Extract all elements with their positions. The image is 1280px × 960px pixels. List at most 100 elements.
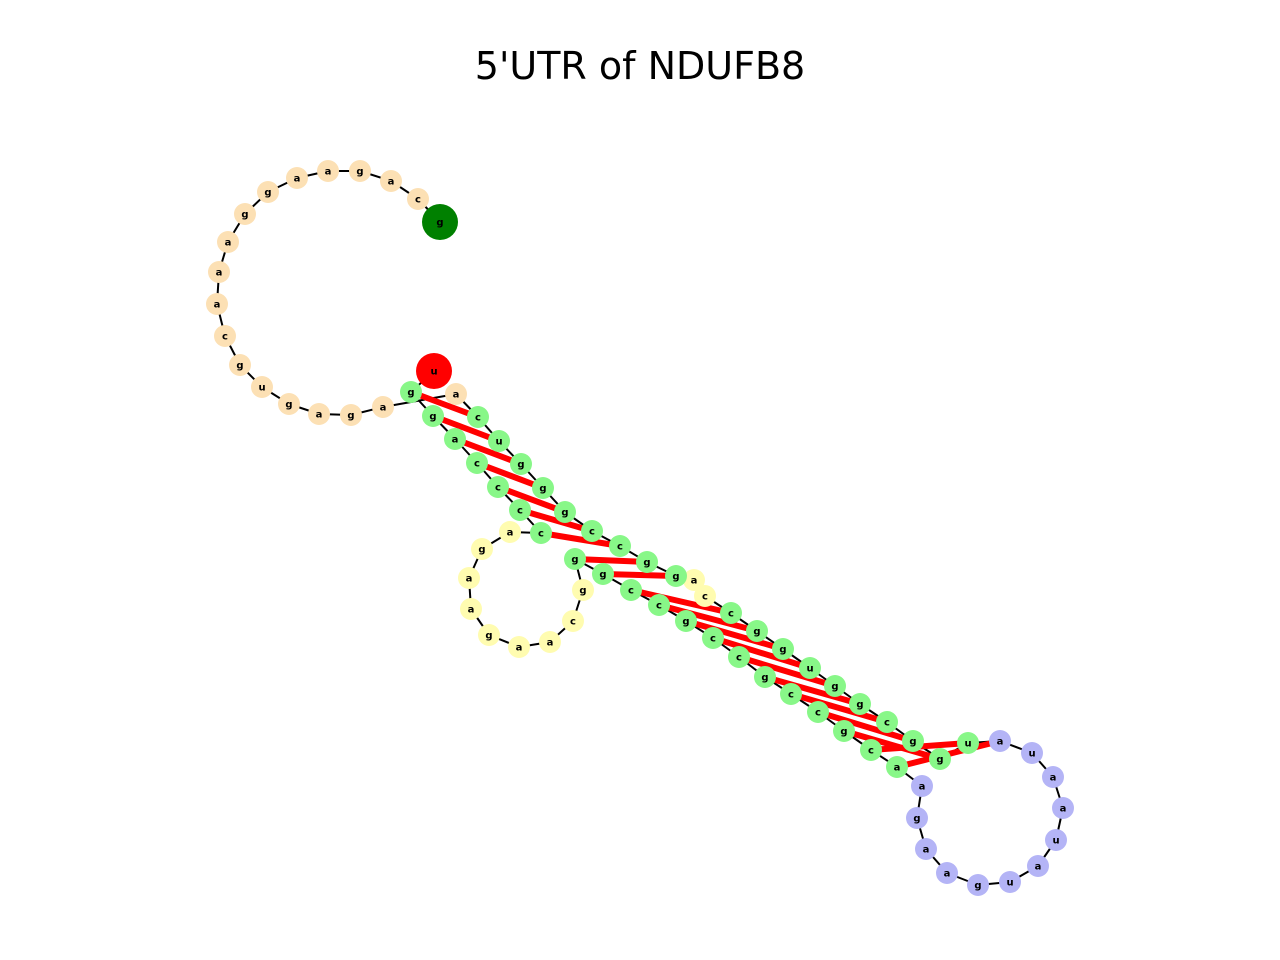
nucleotide-label: a [1035,862,1042,873]
base-pair-bond [431,413,501,444]
nucleotide-exterior-loop: a [208,261,230,283]
nucleotide-node [234,203,256,225]
nucleotide-node [554,501,576,523]
nucleotide-label: u [430,367,437,378]
nucleotide-node [400,381,422,403]
nucleotide-node [564,548,586,570]
nucleotide-label: a [894,763,901,774]
nucleotide-label: g [539,484,546,495]
nucleotide-node [1027,855,1049,877]
nucleotide-stem: g [675,610,697,632]
base-pair-bond [790,691,888,725]
nucleotide-label: a [923,845,930,856]
nucleotide-stem: c [467,406,489,428]
nucleotide-label: a [216,268,223,279]
nucleotide-label: c [868,746,874,757]
nucleotide-label: c [628,586,634,597]
nucleotide-node [562,610,584,632]
nucleotide-label: g [761,673,768,684]
base-pair-bond [574,556,648,565]
nucleotide-label: a [453,390,460,401]
nucleotide-node [422,204,458,240]
nucleotide-interior-loop: g [478,624,500,646]
diagram-title: 5'UTR of NDUFB8 [474,44,806,88]
nucleotide-node [422,405,444,427]
nucleotide-exterior-loop: a [380,170,402,192]
nucleotide-label: g [913,814,920,825]
nucleotide-exterior-loop: a [286,167,308,189]
nucleotide-stem: g [772,638,794,660]
nucleotide-interior-loop: a [683,569,705,591]
nucleotide-node [799,657,821,679]
nucleotide-stem: c [620,579,642,601]
nucleotide-hairpin-loop: a [911,775,933,797]
nucleotide-stem: g [400,381,422,403]
nucleotide-stem: c [876,711,898,733]
base-pair-bond [658,602,758,634]
nucleotide-label: g [643,558,650,569]
five-prime-end-nucleotide: u [416,353,452,389]
nucleotide-stem: c [581,520,603,542]
nucleotide-node [214,325,236,347]
nucleotide-label: g [561,508,568,519]
nucleotide-stem: u [488,430,510,452]
nucleotide-node [989,730,1011,752]
nucleotide-label: g [436,218,443,229]
nucleotide-node [251,376,273,398]
base-pair-bond [738,654,836,689]
nucleotide-node [902,730,924,752]
nucleotide-exterior-loop: a [308,403,330,425]
nucleotide-stem: g [754,666,776,688]
nucleotide-label: g [356,167,363,178]
nucleotide-label: a [316,410,323,421]
nucleotide-stem: a [444,428,466,450]
nucleotide-hairpin-loop: a [1027,855,1049,877]
nucleotide-label: c [617,542,623,553]
nucleotide-exterior-loop: c [407,188,429,210]
nucleotide-node [208,261,230,283]
nucleotide-interior-loop: c [694,585,716,607]
nucleotide-label: g [236,361,243,372]
nucleotide-hairpin-loop: u [999,871,1021,893]
nucleotide-label: u [495,437,502,448]
nucleotide-label: g [579,586,586,597]
base-pair-bond [496,484,567,515]
nucleotide-node [936,862,958,884]
nucleotide-label: c [570,617,576,628]
nucleotide-label: a [944,869,951,880]
nucleotide-label: u [964,739,971,750]
nucleotide-node [466,452,488,474]
nucleotide-exterior-loop: g [234,203,256,225]
nucleotide-node [772,638,794,660]
nucleotide-label: g [485,631,492,642]
nucleotide-stem: g [564,548,586,570]
nucleotide-stem: g [510,453,532,475]
nucleotide-label: g [599,570,606,581]
nucleotide-node [911,775,933,797]
nucleotide-node [460,598,482,620]
nucleotide-node [532,477,554,499]
nucleotide-hairpin-loop: u [1045,829,1067,851]
base-pair-bond [843,728,941,762]
nucleotide-stem: c [609,535,631,557]
nucleotide-interior-loop: g [471,538,493,560]
nucleotide-node [906,807,928,829]
nucleotide-node [499,521,521,543]
nucleotide-node [458,567,480,589]
nucleotide-node [609,535,631,557]
nucleotide-label: u [806,664,813,675]
backbone-layer [216,170,1064,886]
base-pair-bond [519,507,593,534]
nucleotide-label: g [672,572,679,583]
nucleotide-stem: c [648,594,670,616]
nucleotide-label: c [728,609,734,620]
nucleotide-node [407,188,429,210]
nucleotide-label: a [294,174,301,185]
three-prime-end-nucleotide: g [422,204,458,240]
nucleotide-label: g [856,700,863,711]
nucleotide-node [1045,829,1067,851]
nucleotide-node [487,476,509,498]
base-pair-bond [453,436,523,467]
nucleotide-exterior-loop: g [229,354,251,376]
nucleotide-node [833,720,855,742]
